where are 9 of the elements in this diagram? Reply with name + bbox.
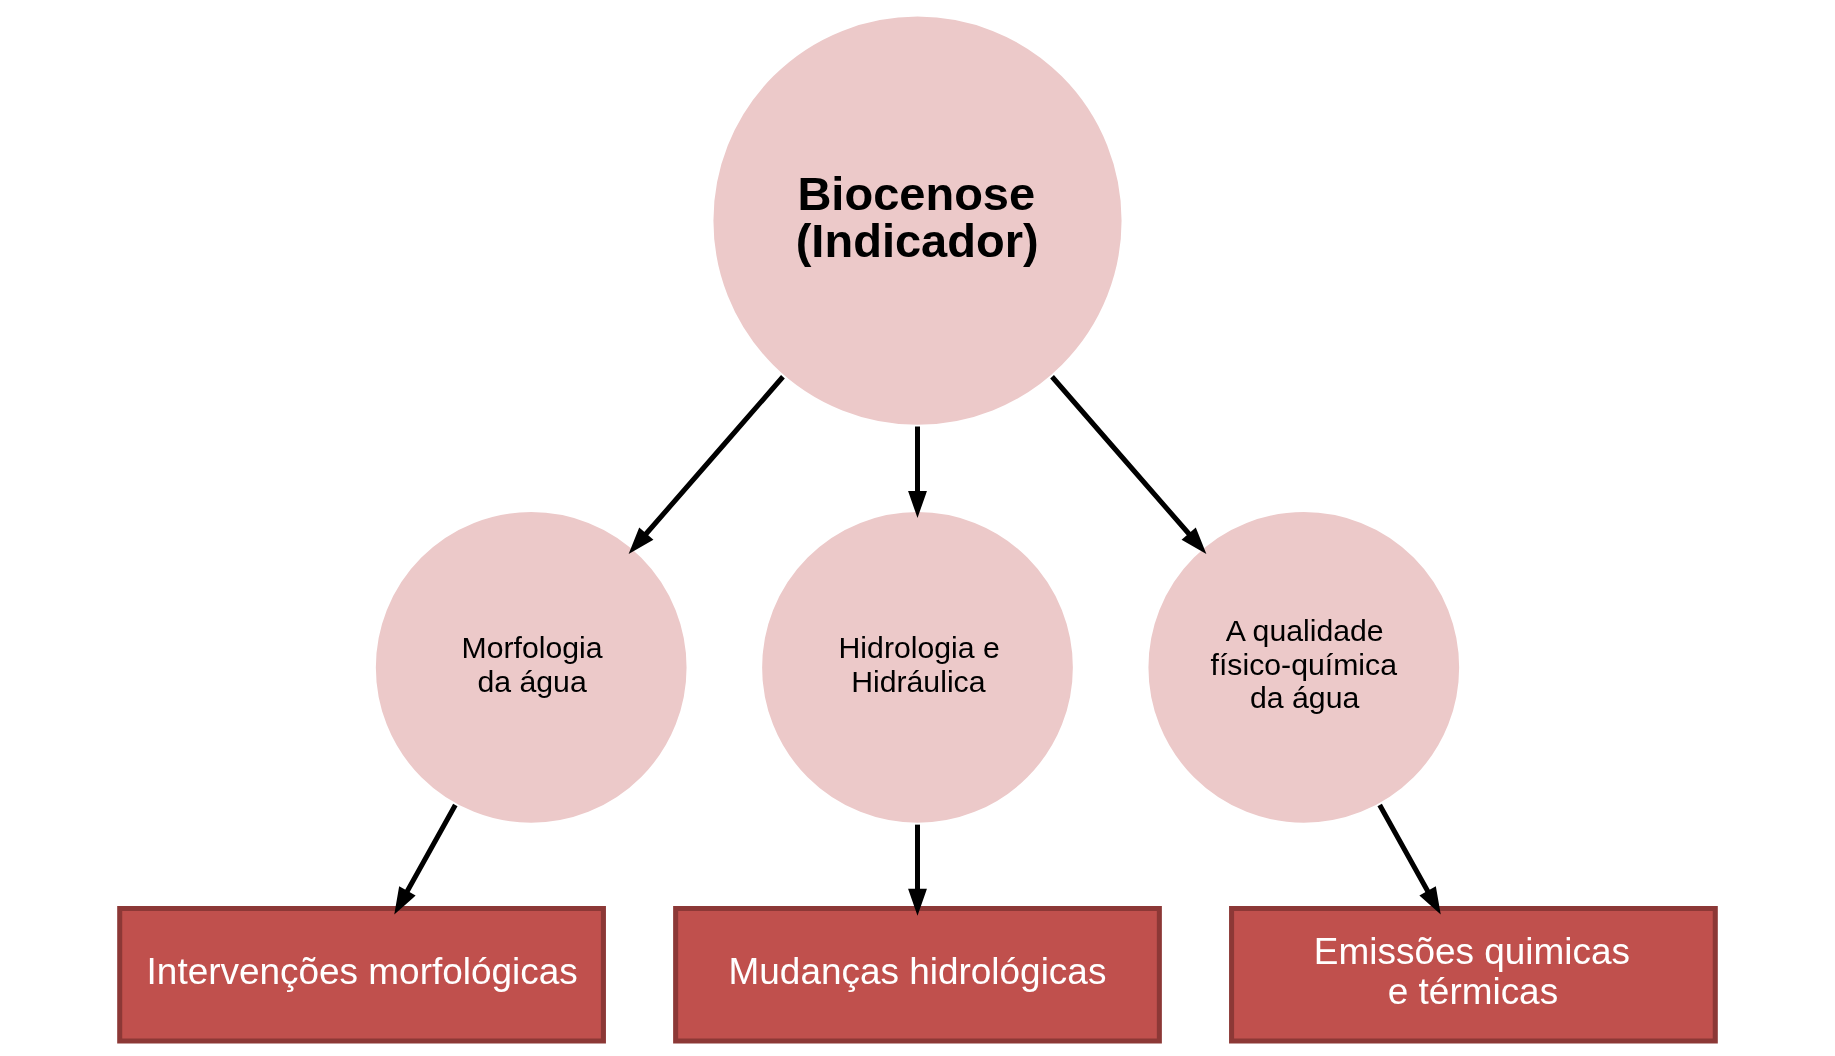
arrow [628, 375, 785, 554]
arrow [908, 426, 927, 518]
arrow [908, 824, 927, 916]
node-box: Intervenções morfológicas [117, 905, 606, 1044]
arrow [394, 803, 458, 915]
arrow [1377, 803, 1441, 915]
arrow [1050, 375, 1207, 554]
node-box: Mudanças hidrológicas [673, 905, 1162, 1044]
node-box: Emissões quimicas e térmicas [1229, 905, 1718, 1044]
